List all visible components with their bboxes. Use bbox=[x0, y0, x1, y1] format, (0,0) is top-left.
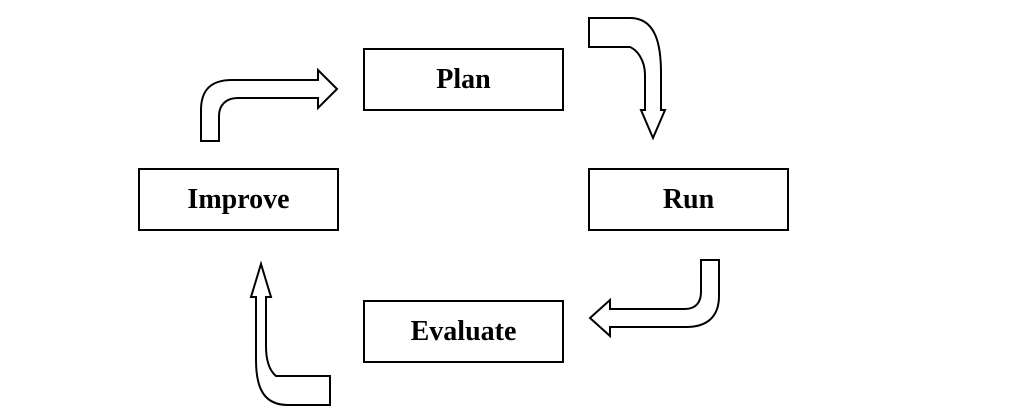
step-label-run: Run bbox=[662, 183, 715, 215]
arrow-run-to-evaluate bbox=[588, 259, 720, 339]
step-box-plan: Plan bbox=[363, 48, 564, 111]
arrow-evaluate-to-improve bbox=[249, 260, 331, 406]
step-label-plan: Plan bbox=[436, 63, 491, 95]
step-box-improve: Improve bbox=[138, 168, 339, 231]
step-label-improve: Improve bbox=[187, 183, 290, 215]
step-label-evaluate: Evaluate bbox=[410, 315, 517, 347]
arrow-improve-to-plan bbox=[200, 67, 339, 142]
step-box-run: Run bbox=[588, 168, 789, 231]
arrow-plan-to-run bbox=[588, 17, 667, 141]
step-box-evaluate: Evaluate bbox=[363, 300, 564, 363]
